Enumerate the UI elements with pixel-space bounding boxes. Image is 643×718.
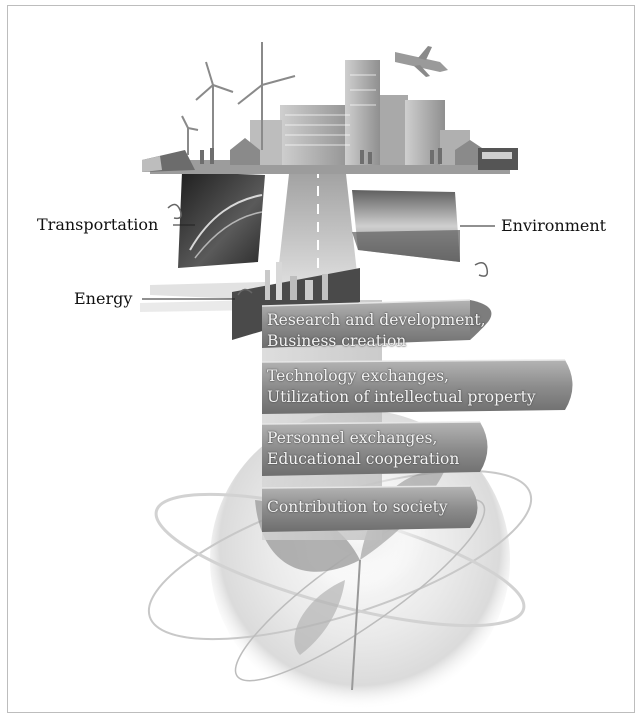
band-technology: Technology exchanges, Utilization of int… <box>267 366 536 408</box>
band-contribution-line1: Contribution to society <box>267 497 448 518</box>
band-research: Research and development, Business creat… <box>267 310 486 352</box>
band-technology-line2: Utilization of intellectual property <box>267 387 536 408</box>
transportation-label: Transportation <box>37 217 158 233</box>
band-personnel-line1: Personnel exchanges, <box>267 428 459 449</box>
band-technology-line1: Technology exchanges, <box>267 366 536 387</box>
environment-label: Environment <box>501 218 606 234</box>
band-research-line2: Business creation <box>267 331 486 352</box>
band-personnel: Personnel exchanges, Educational coopera… <box>267 428 459 470</box>
band-contribution: Contribution to society <box>267 497 448 518</box>
band-personnel-line2: Educational cooperation <box>267 449 459 470</box>
band-research-line1: Research and development, <box>267 310 486 331</box>
energy-label: Energy <box>74 291 132 307</box>
